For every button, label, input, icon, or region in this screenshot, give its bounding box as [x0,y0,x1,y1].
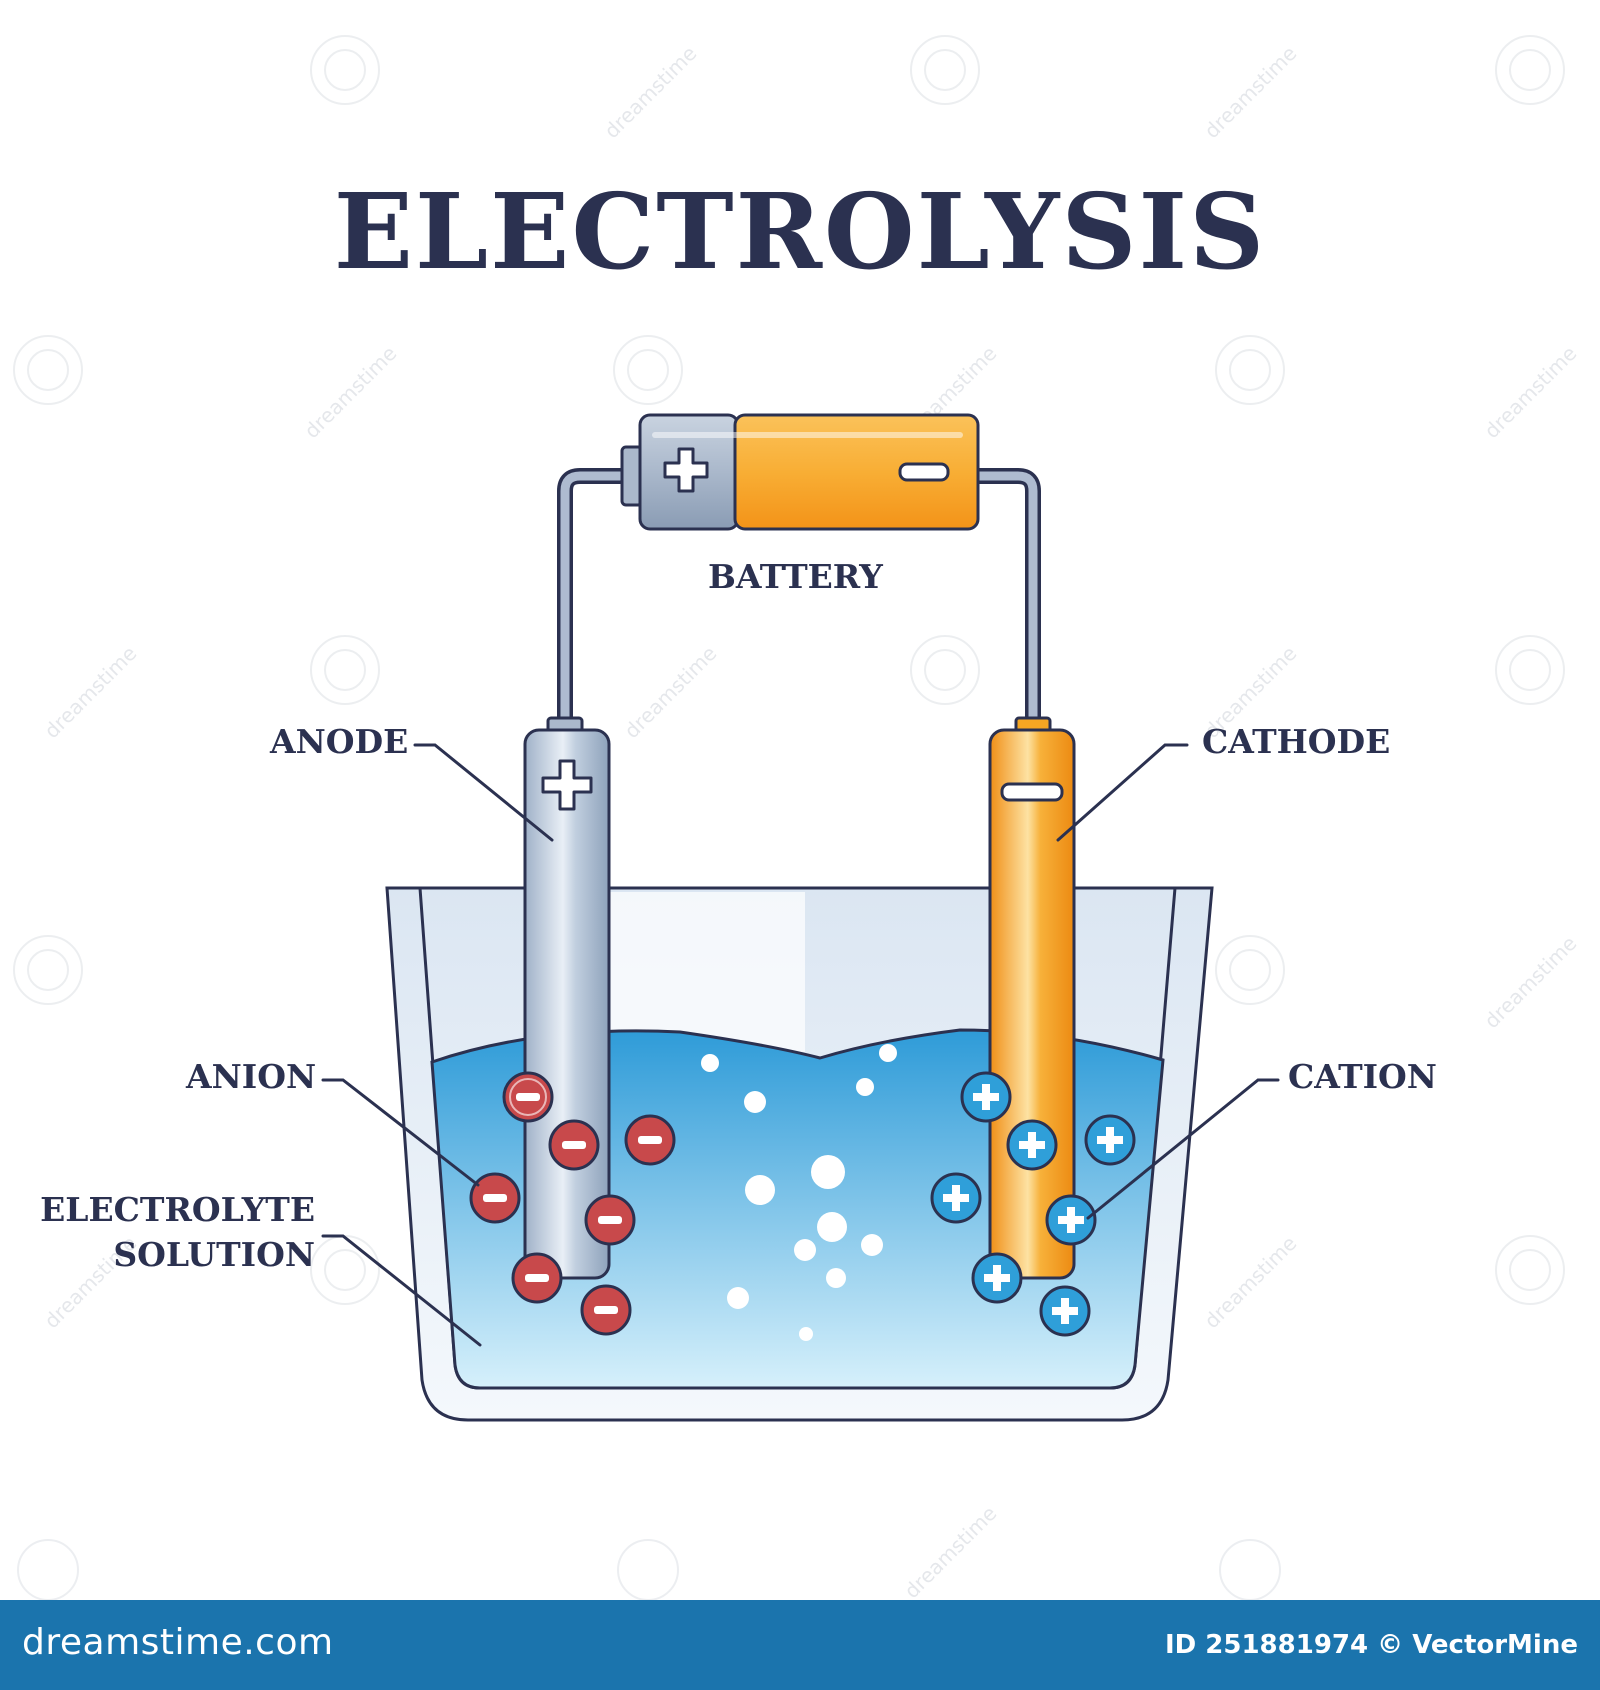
battery-label: BATTERY [708,557,883,596]
bubble [856,1078,874,1096]
anion-leader-line [321,1078,480,1187]
watermark-text: dreamstime [39,641,141,743]
anion-ion [469,1172,521,1224]
watermark-text: dreamstime [599,41,701,143]
bubble [879,1044,897,1062]
cation-ion [971,1252,1023,1304]
anode-plus-icon [541,759,593,811]
cation-ion [960,1071,1012,1123]
electrolyte-label-line2: SOLUTION [113,1234,315,1274]
bubble [701,1054,719,1072]
watermark-text: dreamstime [1479,341,1581,443]
bubble [727,1287,749,1309]
cation-leader-line [1086,1078,1280,1220]
gas-bubbles [701,1044,897,1341]
cathode-minus-icon [1000,782,1064,802]
anion-ion [584,1194,636,1246]
bubble [811,1155,845,1189]
anion-ion [624,1114,676,1166]
cation-ion [1039,1285,1091,1337]
footer-bar: dreamstime.com ID 251881974 © VectorMine [0,1600,1600,1690]
watermark-logo [13,35,1565,1601]
bubble [826,1268,846,1288]
watermark-text: dreamstime [1199,41,1301,143]
diagram-title: ELECTROLYSIS [333,170,1267,293]
bubble [745,1175,775,1205]
watermark-text: dreamstime [1199,1231,1301,1333]
battery-body [733,413,980,531]
anode-leader-line [413,743,554,842]
anode-rod [523,728,611,1280]
anions [469,1071,676,1336]
electrolysis-diagram: dreamstime dreamstime dreamstime dreamst… [13,35,1581,1603]
electrolyte-leader-line [321,1234,482,1347]
electrolyte-solution-label: ELECTROLYTE SOLUTION [40,1188,315,1277]
cathode-leader-line [1056,743,1189,842]
watermark-text: dreamstime [619,641,721,743]
footer-image-id: ID 251881974 © VectorMine [1164,1630,1578,1660]
battery-plus-icon [663,447,709,493]
diagram-canvas: dreamstime dreamstime dreamstime dreamst… [13,35,1581,1603]
leader-lines [321,743,1280,1347]
cation-ion [1084,1114,1136,1166]
cathode-rod [988,728,1076,1280]
anode-label: ANODE [270,722,409,761]
bubble [799,1327,813,1341]
bubble [794,1239,816,1261]
cation-ion [1045,1194,1097,1246]
cations [930,1071,1136,1337]
watermark-text: dreamstime [299,341,401,443]
cation-label: CATION [1288,1057,1437,1096]
anion-ion [511,1252,563,1304]
battery [620,413,980,531]
watermark-text: dreamstime [899,1501,1001,1600]
cathode-label: CATHODE [1202,722,1391,761]
anion-ion [580,1284,632,1336]
cathode-electrode [988,716,1076,1280]
cation-ion [930,1172,982,1224]
anion-label: ANION [186,1057,317,1096]
anion-ion [502,1071,554,1123]
bubble [744,1091,766,1113]
footer-site-link[interactable]: dreamstime.com [22,1622,334,1663]
bubble [861,1234,883,1256]
circuit-wires [557,468,1041,730]
watermark-text: dreamstime [1479,931,1581,1033]
battery-minus-icon [898,462,950,482]
anion-ion [548,1119,600,1171]
anode-electrode [523,716,611,1280]
cation-ion [1006,1119,1058,1171]
bubble [817,1212,847,1242]
electrolyte-label-line1: ELECTROLYTE [40,1190,315,1229]
